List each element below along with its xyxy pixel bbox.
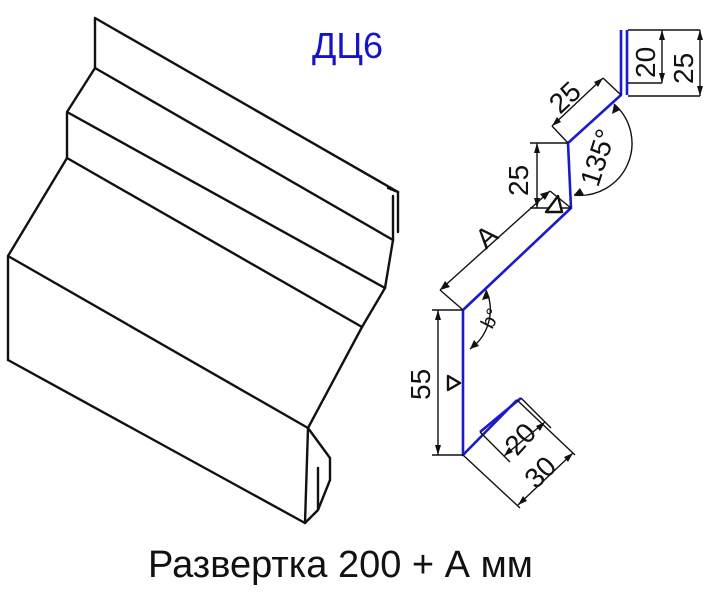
dim-lower-vertical: 55 [405,369,436,400]
dim-top-outer: 25 [668,53,699,84]
dim-top-inner: 20 [630,47,661,78]
profile-title: ДЦ6 [312,25,383,66]
iso-bottom-flange [303,426,332,525]
isometric-view [6,16,400,525]
iso-top-return [386,186,400,242]
iso-upper-step [65,66,387,329]
iso-front-panel [6,358,310,525]
dim-angle-lower: b° [477,305,505,332]
iso-main-slope [6,156,310,430]
reference-triangle-upper [544,194,564,214]
dim-upper-slant: 25 [543,75,587,119]
unfold-caption: Развертка 200 + А мм [148,544,533,586]
dimension-lines [432,29,703,509]
profile-section-hem [479,30,629,434]
dim-angle-upper: 135° [574,125,621,190]
iso-front-diagonal [306,325,364,430]
dim-slant-long: A [469,219,504,255]
reference-triangle-lower [446,374,462,392]
iso-upper-right [360,238,395,329]
dim-upper-vertical: 25 [503,165,534,196]
